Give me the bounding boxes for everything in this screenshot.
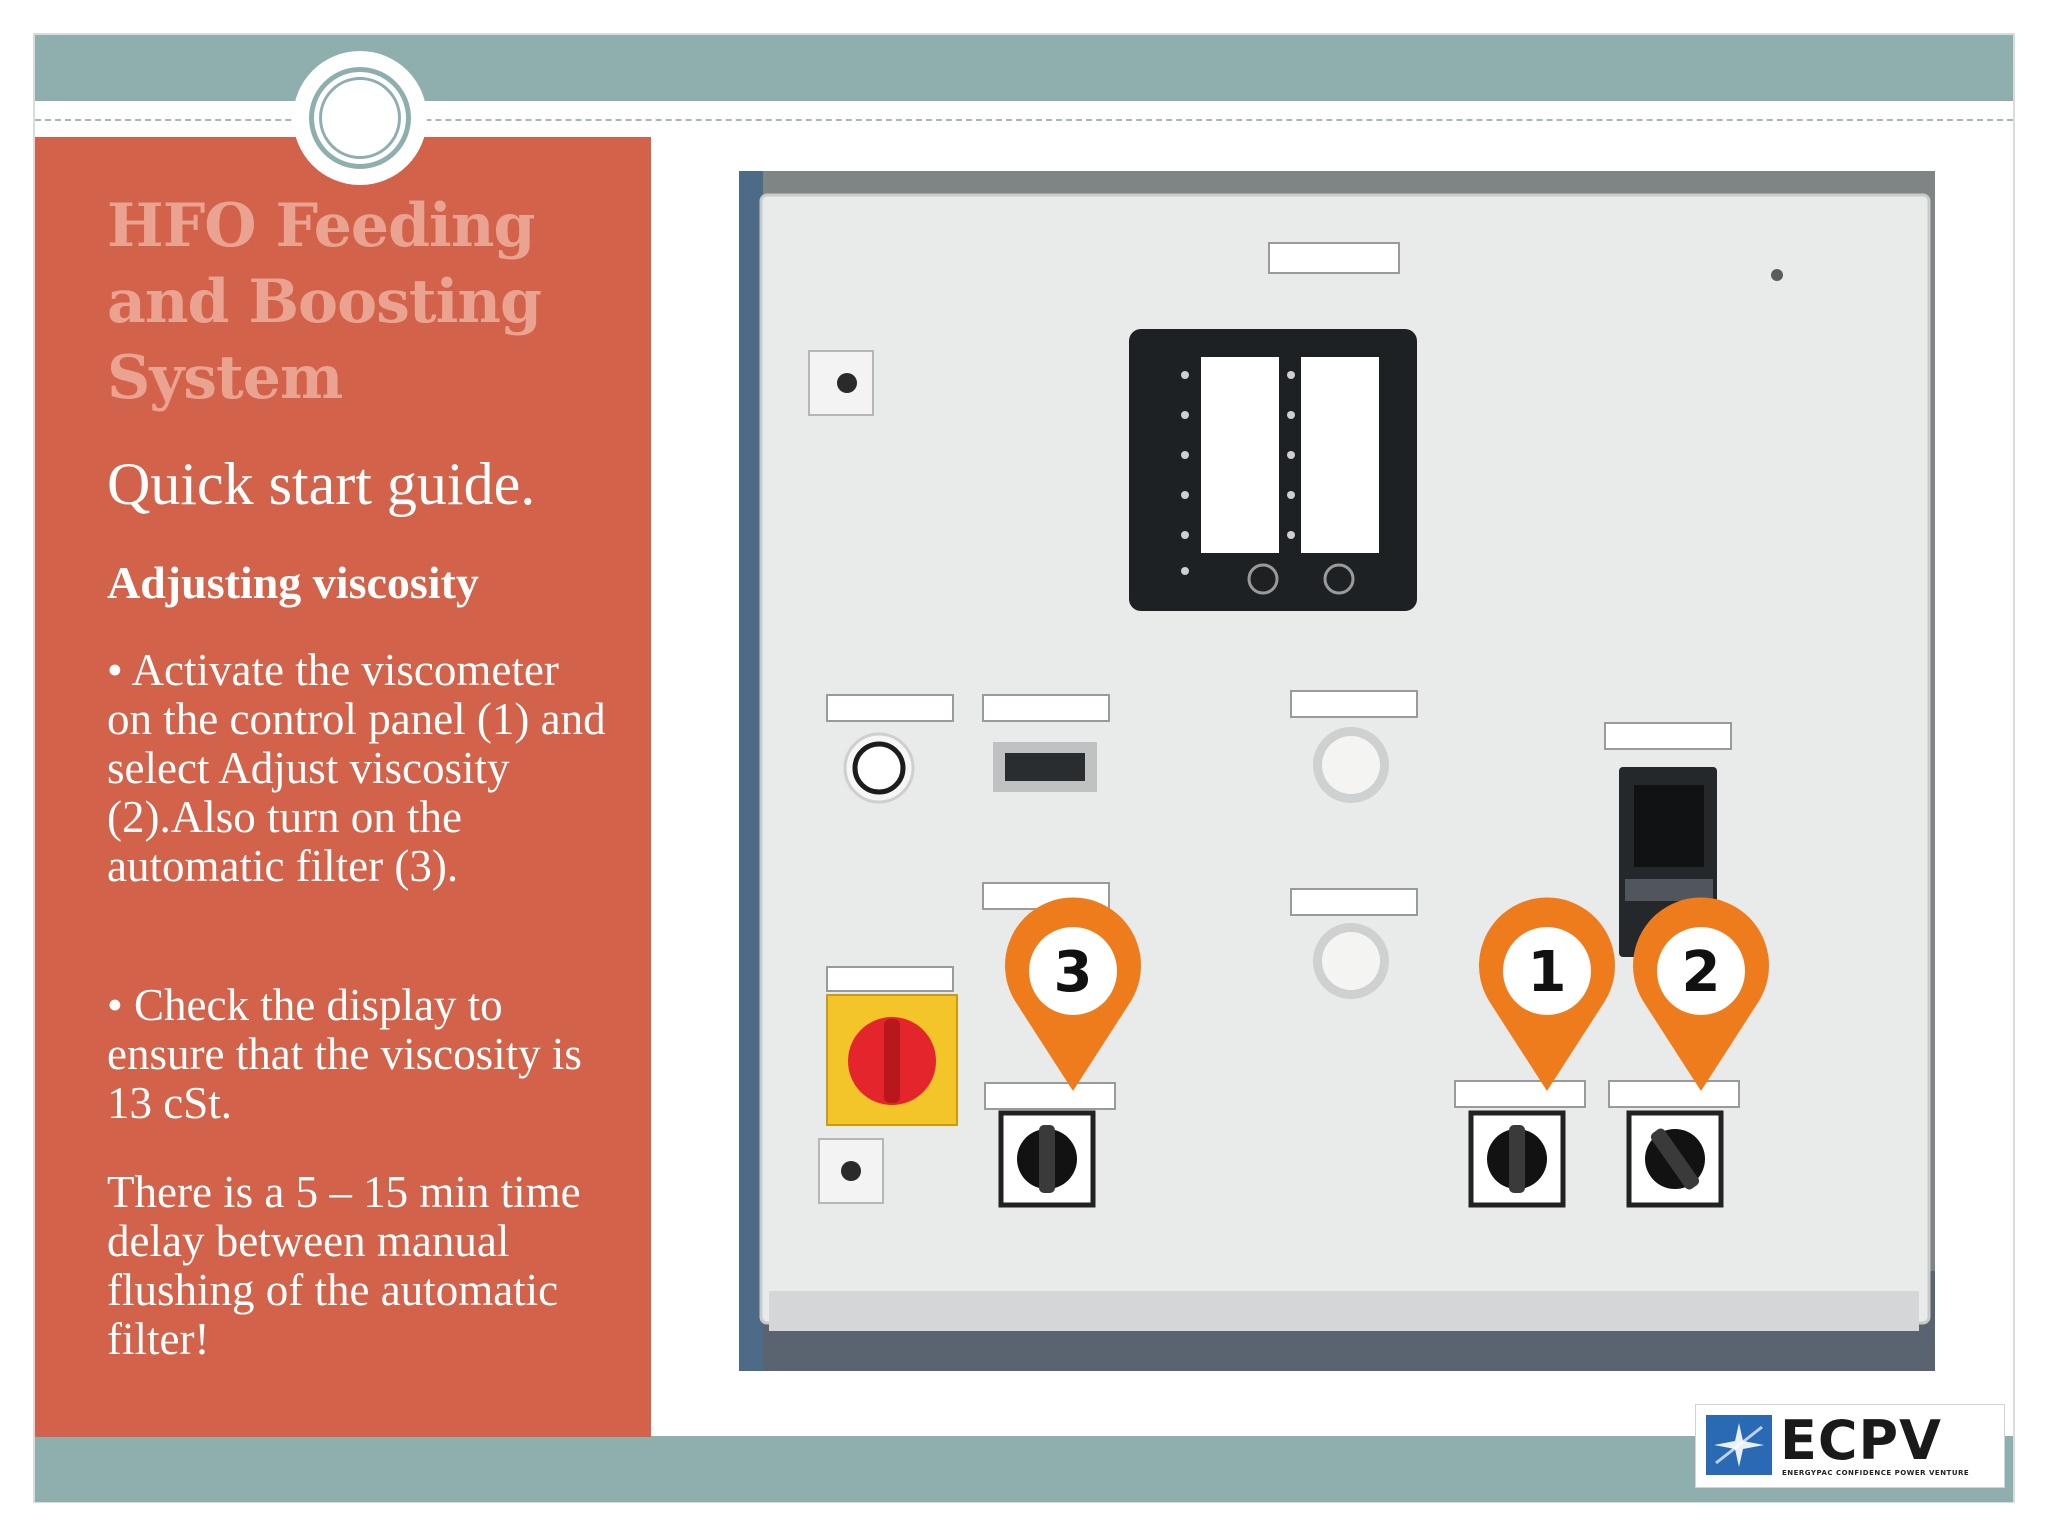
counter-display	[1005, 753, 1085, 781]
switch-adjust-viscosity-handle	[1650, 1128, 1700, 1190]
annunciator-leds	[1181, 371, 1295, 575]
label-ready	[826, 694, 954, 722]
slide-title: HFO Feeding and Boosting System	[107, 191, 542, 413]
marker-3-badge	[1029, 927, 1117, 1015]
label-automatic-filter	[984, 1082, 1116, 1110]
annunciator-label-left	[1201, 357, 1279, 553]
label-viscometer	[1454, 1080, 1586, 1108]
slide-subtitle: Quick start guide.	[107, 451, 536, 517]
bullet-check-display: • Check the display to ensure that the v…	[107, 980, 582, 1128]
marker-2-label: 2	[1682, 940, 1721, 1005]
dashed-divider	[35, 119, 2013, 121]
top-rule	[35, 101, 2013, 109]
label-valve-top	[1290, 690, 1418, 718]
label-main-switch	[826, 966, 954, 992]
marker-1-label: 1	[1528, 940, 1567, 1005]
annunciator-button-right	[1323, 563, 1355, 595]
ecpv-logo-mark-icon	[1706, 1415, 1772, 1475]
marker-1: 1	[1479, 897, 1615, 1091]
time-delay-note: There is a 5 – 15 min time delay between…	[107, 1167, 581, 1364]
marker-2: 2	[1633, 897, 1769, 1091]
marker-2-badge	[1657, 927, 1745, 1015]
controller-buttons	[1625, 879, 1713, 901]
nameplate-control-panel	[1268, 242, 1400, 274]
panel-screw	[1771, 269, 1783, 281]
marker-3: 3	[1005, 897, 1141, 1091]
photo-left-edge	[739, 171, 763, 1371]
label-valve-bottom	[1290, 888, 1418, 916]
annunciator-button-left	[1247, 563, 1279, 595]
control-panel-photo: 3 1 2	[739, 171, 1935, 1371]
controller-screen	[1634, 785, 1704, 867]
control-panel-illustration: 3 1 2	[739, 171, 1935, 1371]
marker-1-badge	[1503, 927, 1591, 1015]
main-switch-handle	[884, 1019, 900, 1103]
panel-bottom-trim	[769, 1291, 1919, 1331]
key-lock-bottom-icon	[841, 1161, 861, 1181]
bullet-activate-viscometer: • Activate the viscometer on the control…	[107, 645, 606, 891]
label-controller	[1604, 722, 1732, 750]
switch-viscometer-handle	[1509, 1125, 1525, 1193]
annunciator-label-right	[1301, 357, 1379, 553]
label-counter	[982, 694, 1110, 722]
emblem-inner-ring	[319, 77, 401, 159]
label-adjust-viscosity	[1608, 1080, 1740, 1108]
left-text-panel	[35, 137, 651, 1437]
pilot-lamp-top	[1322, 736, 1380, 794]
bottom-band	[35, 1436, 2013, 1502]
ecpv-logo: ECPV ENERGYPAC CONFIDENCE POWER VENTURE	[1695, 1404, 2005, 1488]
lamp-ready	[852, 741, 906, 795]
marker-3-label: 3	[1054, 940, 1093, 1005]
section-heading: Adjusting viscosity	[107, 557, 479, 608]
ecpv-wordmark: ECPV	[1780, 1409, 1942, 1472]
switch-automatic-filter-handle	[1039, 1125, 1055, 1193]
pilot-lamp-bottom	[1322, 932, 1380, 990]
ecpv-tagline: ENERGYPAC CONFIDENCE POWER VENTURE	[1782, 1469, 1970, 1477]
key-lock-top	[808, 350, 874, 416]
ecpv-star-icon	[1714, 1423, 1764, 1467]
key-lock-top-icon	[837, 373, 857, 393]
